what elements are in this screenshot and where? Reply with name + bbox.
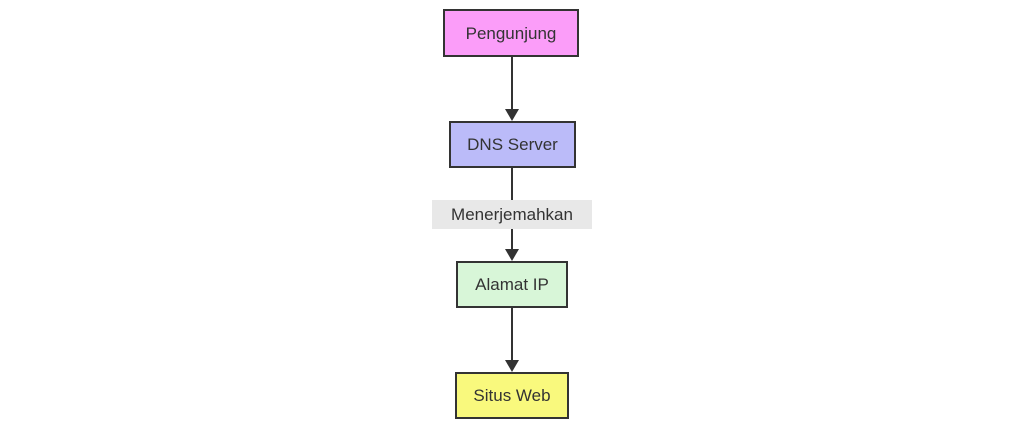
arrowhead-icon bbox=[505, 109, 519, 121]
node-pengunjung: Pengunjung bbox=[443, 9, 579, 57]
arrowhead-icon bbox=[505, 249, 519, 261]
edge-label-menerjemahkan: Menerjemahkan bbox=[432, 200, 592, 229]
node-situs-web: Situs Web bbox=[455, 372, 569, 419]
edge-alamat-to-situs bbox=[505, 308, 519, 372]
node-dns-server: DNS Server bbox=[449, 121, 576, 168]
edge-pengunjung-to-dns bbox=[505, 57, 519, 121]
arrowhead-icon bbox=[505, 360, 519, 372]
node-alamat-ip: Alamat IP bbox=[456, 261, 568, 308]
